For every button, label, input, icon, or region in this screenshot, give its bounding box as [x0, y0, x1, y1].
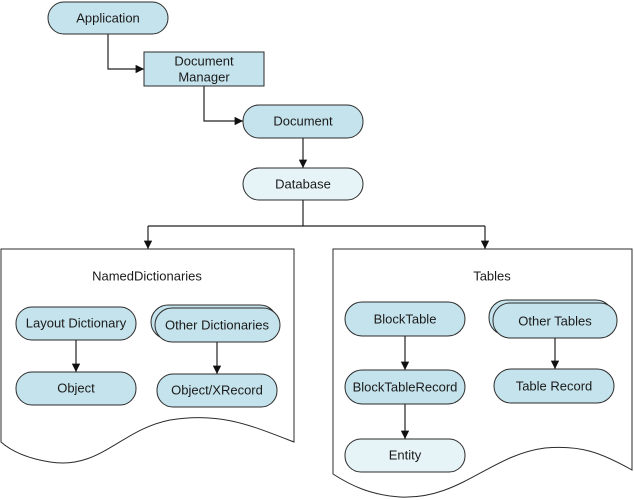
- node-database: Database: [242, 167, 364, 201]
- node-object: Object: [15, 371, 137, 406]
- tables-group: Tables BlockTable Other Tables BlockTabl…: [332, 248, 633, 498]
- svg-text:Database: Database: [275, 177, 331, 192]
- node-entity: Entity: [344, 438, 466, 473]
- edge-database-branch: [148, 200, 485, 227]
- svg-text:Object: Object: [57, 381, 95, 396]
- node-other-tables: Other Tables: [488, 299, 618, 339]
- node-other-dictionaries: Other Dictionaries: [150, 304, 281, 343]
- svg-text:Layout Dictionary: Layout Dictionary: [26, 316, 127, 331]
- node-block-table: BlockTable: [344, 301, 466, 337]
- node-object-xrecord: Object/XRecord: [156, 373, 278, 408]
- svg-text:Manager: Manager: [178, 70, 230, 85]
- node-table-record: Table Record: [493, 368, 615, 404]
- node-block-table-record: BlockTableRecord: [344, 369, 466, 405]
- svg-text:BlockTableRecord: BlockTableRecord: [353, 380, 458, 395]
- svg-text:Document: Document: [174, 54, 234, 69]
- node-layout-dictionary: Layout Dictionary: [15, 306, 137, 341]
- svg-text:Document: Document: [273, 114, 333, 129]
- svg-text:BlockTable: BlockTable: [374, 312, 437, 327]
- node-document-manager: Document Manager: [143, 51, 265, 87]
- svg-text:Other Tables: Other Tables: [518, 314, 592, 329]
- named-dictionaries-group: NamedDictionaries Layout Dictionary Othe…: [0, 248, 295, 464]
- svg-text:Object/XRecord: Object/XRecord: [171, 383, 263, 398]
- svg-text:Other Dictionaries: Other Dictionaries: [165, 318, 270, 333]
- edge-application-docmanager: [107, 34, 144, 74]
- edge-docmanager-document: [203, 86, 243, 126]
- named-dictionaries-title: NamedDictionaries: [92, 269, 202, 284]
- svg-text:Table Record: Table Record: [516, 379, 593, 394]
- svg-text:Application: Application: [76, 11, 140, 26]
- tables-title: Tables: [473, 269, 511, 284]
- svg-text:Entity: Entity: [389, 448, 422, 463]
- node-document: Document: [242, 104, 364, 139]
- node-application: Application: [47, 1, 169, 35]
